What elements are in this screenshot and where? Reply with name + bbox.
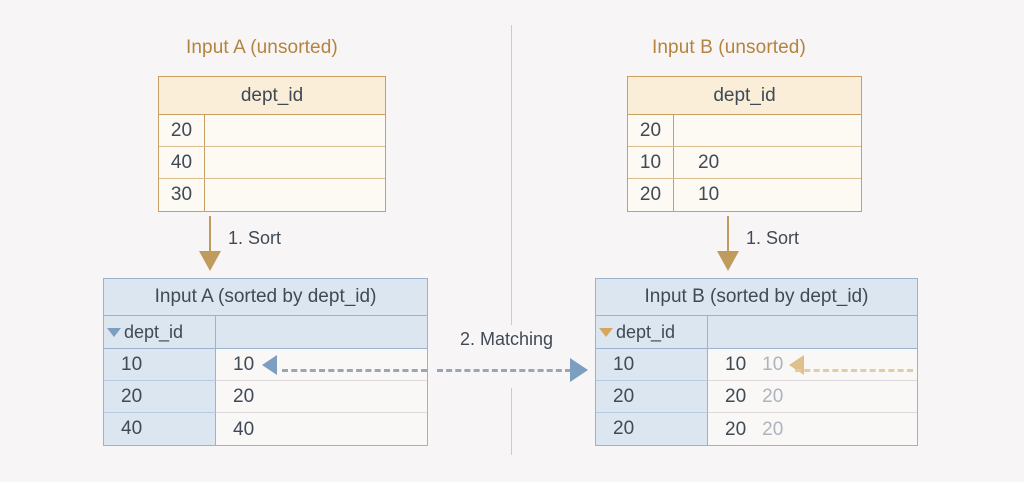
table-row: 20 [628, 115, 861, 147]
matching-step-label: 2. Matching [460, 329, 554, 349]
input-a-sorted-column-header: dept_id [104, 316, 427, 349]
sort-arrow-stem-right [727, 216, 729, 253]
table-row: 10 10 [104, 349, 427, 381]
vertical-divider-upper [511, 25, 512, 325]
cell-value: 10 10 [708, 349, 917, 381]
cell-value: 20 [698, 152, 720, 173]
cell-value-text: 10 [233, 354, 255, 375]
input-a-sorted-title: Input A (sorted by dept_id) [104, 279, 427, 316]
cell-key: 20 [596, 381, 708, 413]
empty-column-header [216, 316, 427, 348]
input-a-unsorted-header: dept_id [159, 77, 385, 115]
cell-value: 20 20 [708, 413, 917, 445]
cell-key: 20 [104, 381, 216, 413]
cell-value-secondary: 20 [762, 418, 784, 440]
cell-value [205, 147, 385, 178]
cell-value: 10 [698, 184, 720, 205]
cell-value-text: 40 [233, 418, 255, 440]
cell-key: 30 [159, 179, 205, 211]
cell-key: 40 [159, 147, 205, 178]
sort-column-header: dept_id [104, 316, 216, 348]
matching-dashed-line-b [437, 369, 571, 372]
sort-descending-icon [599, 327, 613, 337]
cell-value-text: 10 [725, 354, 747, 375]
cell-value [205, 179, 385, 211]
match-arrow-head-left [262, 354, 278, 375]
table-row: 10 20 [628, 147, 861, 179]
cell-value-text: 20 [725, 418, 747, 440]
cell-value: 20 [216, 381, 427, 413]
cell-value: 40 [216, 413, 427, 445]
sort-arrow-head-left [199, 251, 221, 271]
column-header-label: dept_id [616, 321, 676, 342]
sort-step-label-left: 1. Sort [228, 228, 282, 248]
table-row: 10 10 10 [596, 349, 917, 381]
sort-step-label-right: 1. Sort [746, 228, 800, 248]
inner-match-dashed-line-right [795, 369, 913, 372]
cell-key: 10 [628, 147, 674, 178]
cell-key: 20 [596, 413, 708, 445]
cell-value [674, 115, 861, 146]
table-row: 20 10 [628, 179, 861, 211]
empty-column-header [708, 316, 917, 348]
cell-key: 20 [628, 179, 674, 211]
input-a-sorted-table: Input A (sorted by dept_id) dept_id 10 1… [103, 278, 428, 446]
input-b-sorted-column-header: dept_id [596, 316, 917, 349]
right-caption: Input B (unsorted) [652, 37, 806, 58]
cell-value-text: 20 [725, 386, 747, 407]
table-row: 20 [159, 115, 385, 147]
input-a-unsorted-table: dept_id 20 40 30 [158, 76, 386, 212]
cell-value-text: 20 [233, 386, 255, 407]
cell-value [205, 115, 385, 146]
table-row: 20 20 20 [596, 413, 917, 445]
cell-key: 40 [104, 413, 216, 445]
sort-descending-icon [107, 327, 121, 337]
input-b-sorted-title: Input B (sorted by dept_id) [596, 279, 917, 316]
table-row: 20 20 [104, 381, 427, 413]
vertical-divider-lower [511, 388, 512, 455]
matching-arrow-head [570, 358, 588, 382]
cell-key: 20 [159, 115, 205, 146]
column-header-label: dept_id [124, 321, 184, 342]
cell-value-secondary: 20 [762, 386, 784, 407]
left-caption: Input A (unsorted) [186, 37, 338, 58]
cell-key: 10 [104, 349, 216, 381]
sort-arrow-stem-left [209, 216, 211, 253]
cell-value: 20 20 [708, 381, 917, 413]
input-b-sorted-table: Input B (sorted by dept_id) dept_id 10 1… [595, 278, 918, 446]
cell-key: 20 [628, 115, 674, 146]
cell-key: 10 [596, 349, 708, 381]
sort-column-header: dept_id [596, 316, 708, 348]
table-row: 40 [159, 147, 385, 179]
table-row: 30 [159, 179, 385, 211]
table-row: 20 20 20 [596, 381, 917, 413]
sort-arrow-head-right [717, 251, 739, 271]
cell-value-secondary: 10 [762, 354, 784, 375]
matching-dashed-line-a [282, 369, 427, 372]
cell-value: 10 [216, 349, 427, 381]
input-b-unsorted-table: dept_id 20 10 20 20 10 [627, 76, 862, 212]
input-b-unsorted-header: dept_id [628, 77, 861, 115]
table-row: 40 40 [104, 413, 427, 445]
